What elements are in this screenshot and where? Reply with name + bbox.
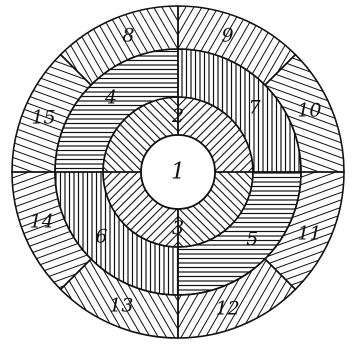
outer-label-9: 9	[222, 25, 234, 47]
inner-label-3: 3	[172, 217, 184, 239]
middle-label-4: 4	[104, 87, 117, 109]
inner-label-2: 2	[171, 105, 184, 127]
outer-label-11: 11	[297, 222, 321, 244]
middle-label-6: 6	[95, 225, 107, 247]
outer-label-12: 12	[215, 297, 239, 319]
outer-label-15: 15	[31, 107, 55, 129]
outer-label-14: 14	[30, 211, 54, 233]
outer-label-8: 8	[122, 25, 134, 47]
middle-label-7: 7	[249, 97, 262, 119]
center-label: 1	[171, 160, 185, 185]
outer-label-10: 10	[297, 100, 321, 122]
middle-label-5: 5	[246, 228, 258, 250]
outer-label-13: 13	[109, 294, 133, 316]
